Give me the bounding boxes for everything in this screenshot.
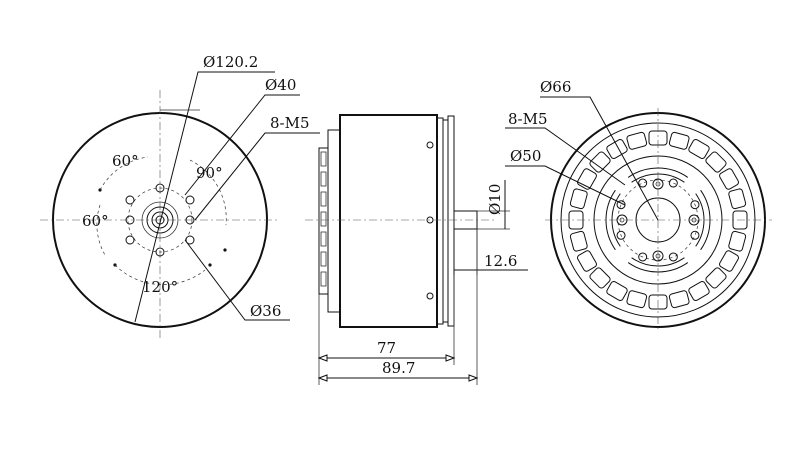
rear-cooling-slot (626, 131, 648, 150)
rear-leader-outer (540, 96, 659, 221)
front-angle-arc-right (189, 159, 227, 226)
rear-cooling-slot (668, 290, 690, 309)
side-body-length-label: 77 (377, 339, 396, 357)
arrow-total-left (317, 374, 328, 382)
rear-cooling-slot (626, 290, 648, 309)
side-rear-flange-2 (442, 119, 449, 323)
front-angle-bottom-label: 120° (142, 278, 178, 296)
rear-inner-arc-slot (605, 189, 616, 251)
side-fin (320, 231, 327, 247)
front-mount-hole (185, 235, 195, 245)
rear-cooling-slot (688, 139, 710, 159)
front-mount-hole (155, 183, 165, 193)
rear-cooling-slot (569, 230, 588, 252)
front-leader-bolt-circle (184, 94, 300, 196)
side-shaft-diameter-label: Ø10 (486, 184, 504, 215)
front-dim-point (208, 263, 212, 267)
front-mount-hole (185, 195, 195, 205)
arrow-body-left (317, 354, 328, 362)
rear-mount-hole (690, 230, 700, 240)
rear-inner-arc-slot (695, 193, 705, 247)
front-outer-diameter-label: Ø120.2 (203, 53, 258, 71)
front-mount-hole (125, 195, 135, 205)
front-center-hub (146, 206, 174, 234)
rear-cooling-slot (668, 131, 690, 150)
side-fin (320, 251, 327, 267)
side-fin (320, 211, 327, 227)
front-inner-diameter-label: Ø36 (250, 302, 281, 320)
side-fin (320, 171, 327, 187)
side-body-front-flange (327, 129, 341, 313)
rear-boss-hole (655, 181, 661, 187)
front-angle-right-label: 90° (196, 164, 223, 182)
front-leader-inner-dia (184, 239, 290, 321)
rear-leader-inner (505, 165, 626, 206)
rear-cooling-slot (688, 281, 710, 301)
side-fin (320, 151, 327, 167)
rear-cooling-slot (728, 188, 747, 210)
front-hub-ring (141, 201, 179, 239)
rear-outer-diameter-label: Ø66 (540, 78, 571, 96)
rear-mount-hole (668, 252, 678, 262)
side-fin (320, 271, 327, 287)
front-angle-left-label: 60° (82, 212, 109, 230)
front-center-hub-inner (151, 211, 169, 229)
side-screw-top (426, 141, 434, 149)
front-mount-holes (98, 183, 227, 267)
rear-view: Ø66 8-M5 Ø50 (505, 78, 772, 332)
rear-mount-hole (638, 178, 648, 188)
rear-threads-label: 8-M5 (508, 110, 548, 128)
rear-inner-diameter-label: Ø50 (510, 147, 541, 165)
side-total-length-label: 89.7 (382, 359, 415, 377)
side-shaft-length-label: 12.6 (484, 252, 517, 270)
front-leader-outer-dia (134, 71, 275, 323)
front-bolt-circle (127, 187, 193, 253)
rear-cooling-slot (705, 151, 727, 173)
front-angle-arc-top (99, 156, 149, 191)
rear-cooling-slot (589, 267, 611, 289)
arrow-body-right (445, 354, 456, 362)
front-angle-arc-left (96, 204, 106, 256)
front-leader-threads (194, 132, 320, 221)
front-dim-point (223, 248, 227, 252)
rear-mount-hole (638, 252, 648, 262)
rear-mount-hole (668, 178, 678, 188)
rear-cooling-slot (577, 168, 597, 190)
front-threads-label: 8-M5 (270, 114, 310, 132)
side-fin (320, 191, 327, 207)
rear-cooling-slot (577, 250, 597, 272)
rear-cooling-slot (589, 151, 611, 173)
front-view: Ø120.2 Ø40 8-M5 60° 90° 60° 120° Ø36 (40, 53, 320, 340)
rear-cooling-slot (569, 188, 588, 210)
front-mount-hole (125, 235, 135, 245)
rear-mount-hole (616, 230, 626, 240)
side-view: Ø10 12.6 77 89.7 (305, 114, 528, 385)
rear-boss (652, 250, 664, 262)
side-rear-flange-3 (447, 115, 455, 327)
rear-cooling-slot (705, 267, 727, 289)
rear-cooling-slot (606, 139, 628, 159)
side-body (339, 114, 438, 328)
rear-cooling-slot (719, 168, 739, 190)
front-angle-arc-bottom (114, 264, 206, 286)
rear-cooling-slot (719, 250, 739, 272)
front-mount-hole (185, 215, 195, 225)
front-bolt-circle-label: Ø40 (265, 76, 296, 94)
front-mount-hole (125, 215, 135, 225)
side-cooling-fins (320, 151, 327, 287)
side-screw-bottom (426, 292, 434, 300)
side-body-front-cap (318, 147, 329, 295)
rear-leader-threads (505, 127, 626, 186)
rear-mount-hole (690, 200, 700, 210)
rear-cooling-slot (606, 281, 628, 301)
arrow-total-right (468, 374, 479, 382)
front-mount-hole (155, 247, 165, 257)
rear-cooling-slot (728, 230, 747, 252)
front-angle-top-label: 60° (112, 152, 139, 170)
rear-inner-arc-slot (631, 257, 685, 267)
